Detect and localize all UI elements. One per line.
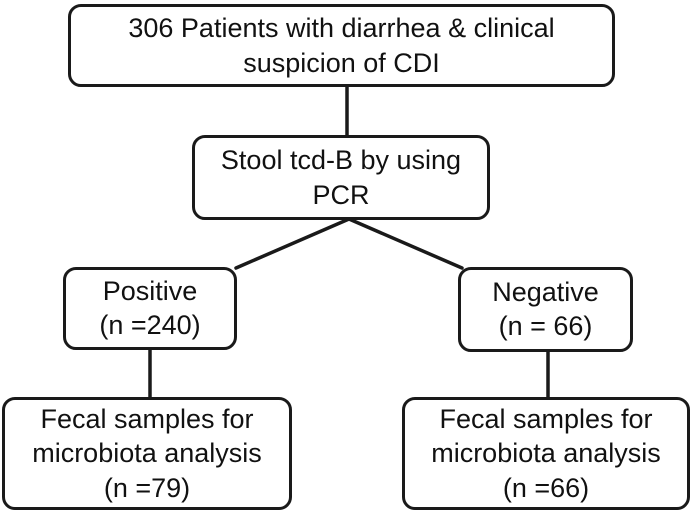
- node-fecal-positive-count: (n =79): [103, 472, 191, 503]
- node-patients-line-2: suspicion of CDI: [243, 47, 440, 78]
- node-pcr-test: Stool tcd-B by using PCR: [192, 135, 490, 220]
- node-negative-count: (n = 66): [498, 310, 593, 341]
- node-fecal-negative-line-1: Fecal samples for: [439, 404, 653, 435]
- node-patients: 306 Patients with diarrhea & clinical su…: [68, 4, 615, 87]
- node-pcr-test-line-1: Stool tcd-B by using: [220, 145, 462, 176]
- node-positive: Positive (n =240): [63, 267, 237, 350]
- edge-pcr-to-positive: [234, 217, 351, 270]
- node-negative: Negative (n = 66): [458, 267, 633, 352]
- node-fecal-negative: Fecal samples for microbiota analysis (n…: [402, 397, 690, 510]
- node-patients-line-1: 306 Patients with diarrhea & clinical: [128, 13, 555, 44]
- node-positive-count: (n =240): [99, 309, 201, 340]
- node-fecal-positive: Fecal samples for microbiota analysis (n…: [2, 397, 292, 510]
- node-fecal-negative-count: (n =66): [502, 472, 590, 503]
- node-negative-label: Negative: [492, 276, 599, 307]
- edge-pcr-to-negative: [347, 217, 464, 270]
- node-fecal-positive-line-1: Fecal samples for: [40, 404, 254, 435]
- node-fecal-negative-line-2: microbiota analysis: [431, 438, 661, 469]
- node-positive-label: Positive: [102, 276, 198, 307]
- node-pcr-test-line-2: PCR: [312, 179, 370, 210]
- node-fecal-positive-line-2: microbiota analysis: [32, 438, 262, 469]
